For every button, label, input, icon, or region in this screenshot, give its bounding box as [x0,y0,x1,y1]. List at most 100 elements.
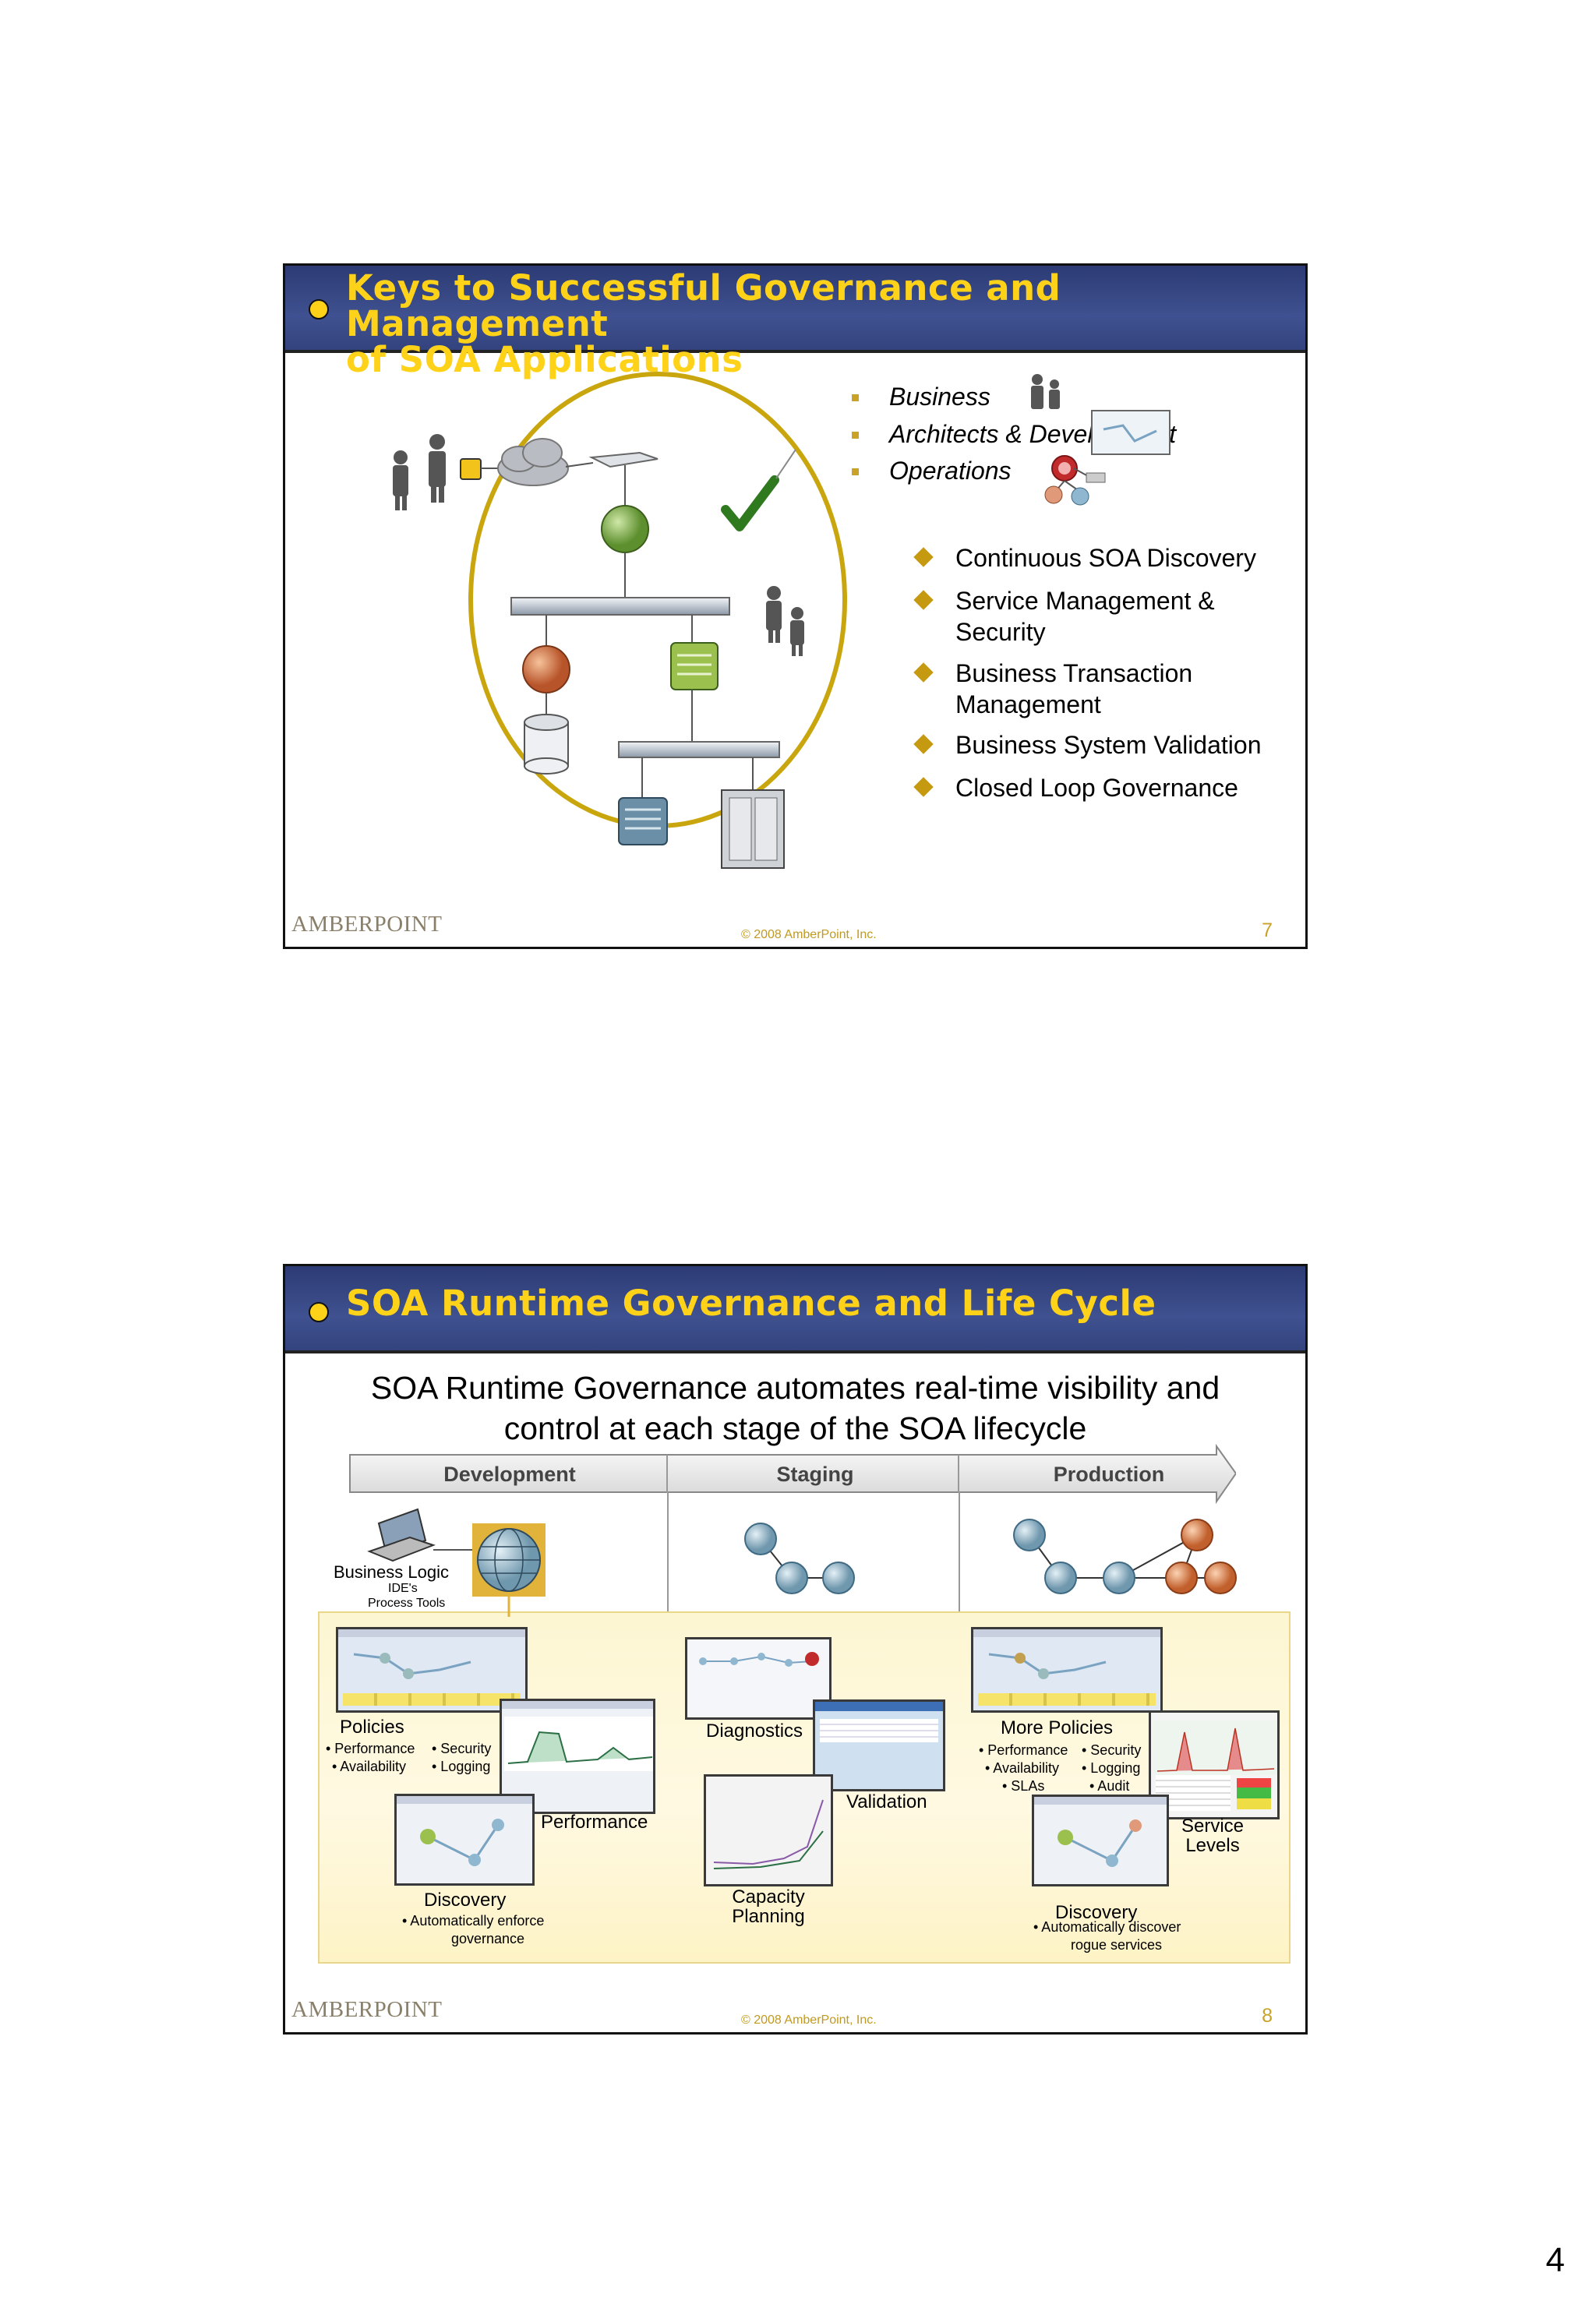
slide-title: SOA Runtime Governance and Life Cycle [346,1283,1156,1324]
subtitle-line: SOA Runtime Governance automates real-ti… [370,1370,1220,1406]
bullet-square [852,394,859,401]
subtitle-line: control at each stage of the SOA lifecyc… [503,1410,1087,1446]
policies-screenshot [336,1627,528,1713]
policy-item: • Audit [1089,1778,1130,1794]
key-item: Closed Loop Governance [955,774,1238,802]
discovery-dev-label: Discovery [424,1890,507,1911]
policy-item: • Availability [985,1760,1060,1776]
topology-screenshot-icon [1091,410,1171,455]
ides-label: IDE's [388,1582,418,1595]
policy-item: • Performance [326,1741,415,1756]
slide-header: Keys to Successful Governance and Manage… [285,266,1305,378]
globe-icon [601,505,649,553]
role-operations: Operations [889,457,1012,485]
policy-item: • Security [432,1741,492,1756]
more-policies-list-left: • Performance • Availability • SLAs [979,1742,1068,1795]
stage-staging: Staging [776,1463,854,1486]
users-icon [393,434,446,510]
key-item: Continuous SOA Discovery [955,544,1256,572]
message-icon [460,458,482,480]
cloud-icon [497,438,569,486]
rogue-service-node [1181,1519,1213,1551]
service-node [822,1562,855,1594]
service-node [775,1562,808,1594]
service-levels-line: Service [1181,1816,1245,1837]
stage-production: Production [1053,1463,1165,1486]
service-node [1013,1519,1046,1551]
service-levels-line: Levels [1185,1835,1240,1856]
router-icon [588,451,659,468]
capacity-planning-label: Capacity Planning [722,1887,815,1926]
slide-number: 7 [1262,919,1273,941]
bullet-dot [309,299,329,319]
rogue-service-node [1165,1562,1198,1594]
service-node [1103,1562,1135,1594]
discovery-dev-note: governance [451,1931,525,1946]
role-business: Business [889,383,990,411]
more-policies-screenshot [971,1627,1163,1713]
service-levels-screenshot [1149,1710,1280,1819]
policy-item: • SLAs [1002,1778,1045,1794]
capacity-planning-screenshot [704,1774,833,1886]
users-icon [766,586,804,656]
lifecycle-arrow [349,1444,1236,1505]
slide-7: Keys to Successful Governance and Manage… [283,263,1308,949]
copyright: © 2008 AmberPoint, Inc. [741,928,877,941]
prod-discovery-screenshot [1032,1795,1169,1886]
key-item: Service Management & Security [955,587,1215,646]
users-icon [1031,374,1060,409]
policy-item: • Logging [432,1759,491,1774]
validation-label: Validation [846,1791,927,1812]
copyright: © 2008 AmberPoint, Inc. [741,2013,877,2027]
policies-label: Policies [340,1717,404,1738]
diagnostics-label: Diagnostics [706,1720,803,1742]
policy-item: • Security [1082,1742,1142,1758]
server-icon [618,797,668,845]
policies-list-right: • Security • Logging [432,1740,491,1776]
business-logic-label: Business Logic [334,1562,449,1582]
policy-item: • Performance [979,1742,1068,1758]
discovery-prod-note: rogue services [1071,1937,1163,1953]
discovery-screenshot [394,1794,535,1886]
service-node [744,1523,777,1555]
policy-item: • Logging [1082,1760,1141,1776]
policy-item: • Availability [332,1759,407,1774]
discovery-prod-note: • Automatically discover [1033,1919,1181,1935]
more-policies-list-right: • Security • Logging • Audit [1082,1742,1141,1795]
soa-architecture-diagram [393,372,847,869]
network-alert-icon [1044,455,1106,506]
process-tools-label: Process Tools [368,1597,446,1610]
policies-list-left: • Performance • Availability [326,1740,415,1776]
bullet-square [852,432,859,439]
capacity-line: Capacity [732,1886,805,1908]
service-levels-label: Service Levels [1174,1816,1252,1855]
slide-number: 8 [1262,2005,1273,2027]
performance-screenshot [500,1699,655,1814]
capacity-line: Planning [732,1906,805,1927]
bullet-square [852,468,859,475]
mainframe-icon [721,789,785,869]
slide-subtitle: SOA Runtime Governance automates real-ti… [285,1368,1305,1449]
validation-screenshot [813,1699,945,1791]
database-icon [524,714,569,775]
bullet-dot [309,1302,329,1322]
page-number: 4 [1545,2241,1565,2279]
rogue-service-node [1204,1562,1237,1594]
service-node [1044,1562,1077,1594]
slide-8: SOA Runtime Governance and Life Cycle SO… [283,1264,1308,2035]
service-networks [367,1508,1237,1617]
laptop-icon [367,1508,436,1562]
amberpoint-logo: AMBERPOINT [291,1997,443,2022]
amberpoint-logo: AMBERPOINT [291,912,443,937]
discovery-prod-label: Discovery [1055,1902,1138,1923]
role-icons [1031,374,1171,506]
slide-title: Keys to Successful Governance and Manage… [346,267,1061,380]
key-item: Business System Validation [955,731,1262,759]
globe-icon [522,645,570,693]
performance-label: Performance [541,1812,648,1833]
discovery-dev-note: • Automatically enforce [402,1913,545,1929]
more-policies-label: More Policies [1001,1717,1114,1738]
slide-header: SOA Runtime Governance and Life Cycle [285,1266,1305,1353]
diagnostics-screenshot [685,1637,832,1720]
key-item: Business Transaction Management [955,659,1193,718]
